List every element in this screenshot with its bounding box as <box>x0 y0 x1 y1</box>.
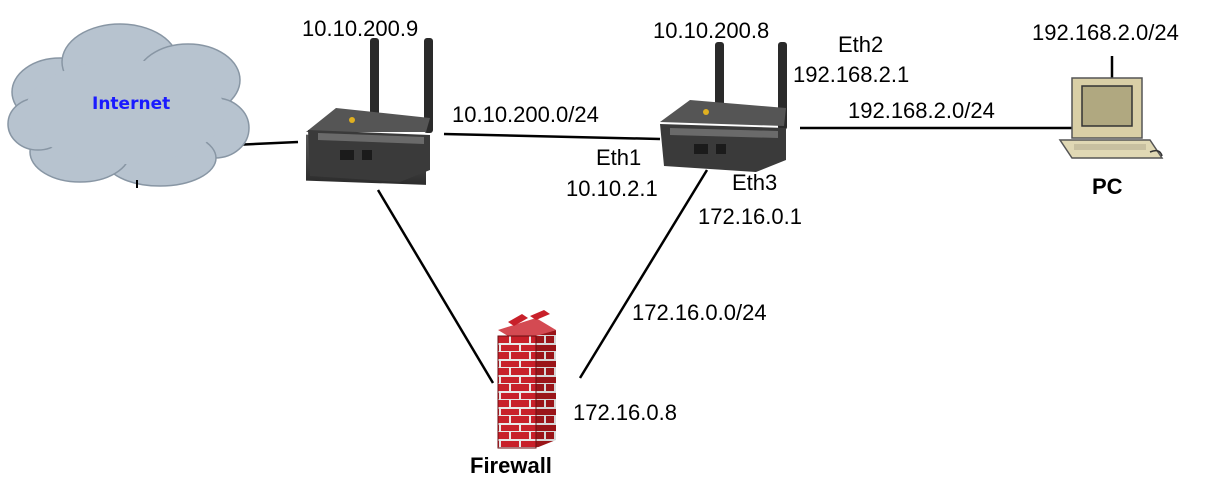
eth3-name-label: Eth3 <box>732 170 778 195</box>
router1-ip-label: 10.10.200.9 <box>302 16 419 41</box>
link-router2-firewall <box>578 169 709 379</box>
lan-network-label: 192.168.2.0/24 <box>848 98 995 123</box>
pc-label: PC <box>1092 174 1123 199</box>
dmz-network-label: 172.16.0.0/24 <box>632 300 767 325</box>
connection-lines <box>211 126 1092 384</box>
router1-icon <box>306 38 433 185</box>
link-router1-firewall <box>376 189 495 384</box>
eth2-name-label: Eth2 <box>838 32 884 57</box>
eth1-name-label: Eth1 <box>596 145 642 170</box>
pc-network-label: 192.168.2.0/24 <box>1032 20 1179 45</box>
wan-network-label: 10.10.200.0/24 <box>452 102 599 127</box>
router2-icon <box>660 42 787 172</box>
link-router1-router2 <box>443 132 661 141</box>
eth2-ip-label: 192.168.2.1 <box>793 62 910 87</box>
pc-icon <box>1058 56 1164 159</box>
firewall-icon <box>497 310 556 449</box>
firewall-ip-label: 172.16.0.8 <box>573 400 677 425</box>
eth1-ip-label: 10.10.2.1 <box>566 176 658 201</box>
router2-ip-label: 10.10.200.8 <box>653 18 770 43</box>
firewall-label: Firewall <box>470 453 552 478</box>
internet-cloud-icon <box>7 23 250 188</box>
internet-label: Internet <box>92 94 171 114</box>
eth3-ip-label: 172.16.0.1 <box>698 204 802 229</box>
